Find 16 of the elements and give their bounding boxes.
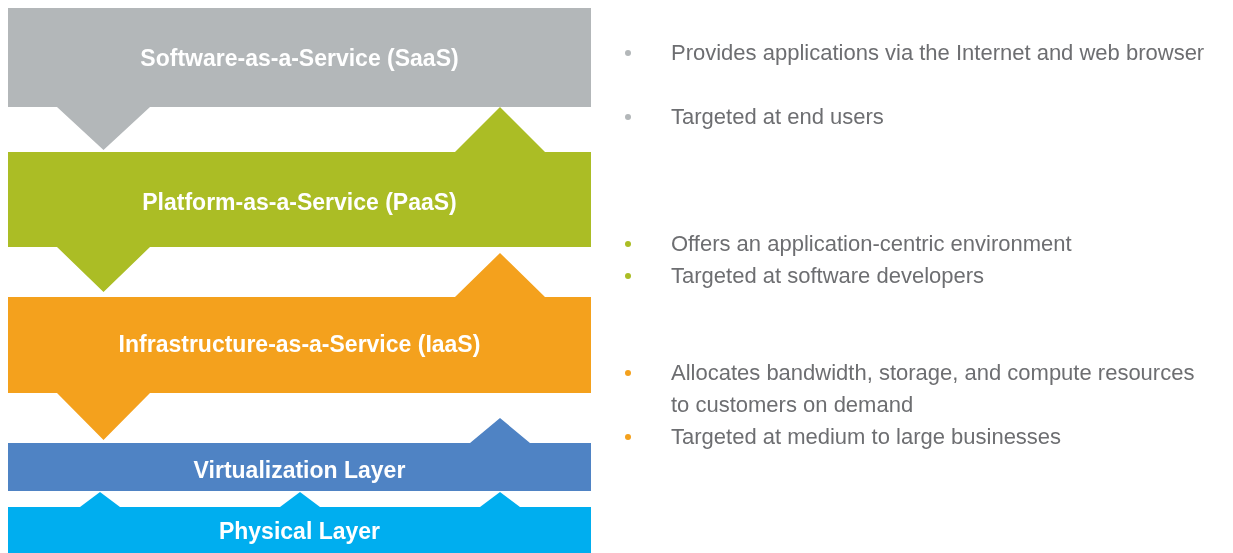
layer-band	[8, 253, 591, 440]
bullet-text: Offers an application-centric environment	[671, 230, 1073, 258]
layer-band	[8, 8, 591, 150]
layer-title: Infrastructure-as-a-Service (IaaS)	[117, 330, 482, 358]
layer-band	[8, 418, 591, 491]
layer-title: Virtualization Layer	[192, 456, 407, 484]
layer-title: Software-as-a-Service (SaaS)	[139, 44, 460, 72]
layer-title: Physical Layer	[217, 517, 382, 545]
bullet-text: Allocates bandwidth, storage, and compute resources to customers on demand	[671, 359, 1196, 419]
layer-title: Platform-as-a-Service (PaaS)	[141, 188, 458, 216]
bullet-text: Targeted at software developers	[671, 262, 986, 290]
bullet-text: Provides applications via the Internet and web browser	[671, 39, 1206, 67]
layer-band	[8, 492, 591, 553]
layer-band	[8, 107, 591, 292]
bullet-text: Targeted at medium to large businesses	[671, 423, 1063, 451]
bullet-text: Targeted at end users	[671, 103, 885, 131]
